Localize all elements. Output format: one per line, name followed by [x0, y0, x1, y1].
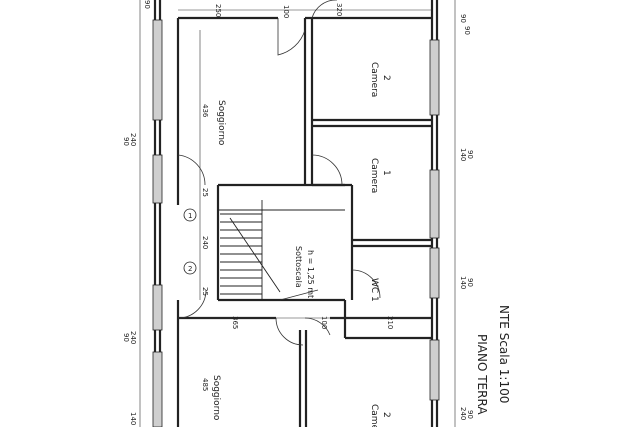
marker-2: 2 — [183, 261, 197, 275]
door-lower-corridor — [275, 317, 304, 346]
dim-left-90-upper: 90 — [122, 137, 130, 146]
dim-210: 210 — [386, 316, 394, 329]
room-label-camera-lower-num: 2 — [381, 412, 391, 418]
room-label-wc: WC 1 — [369, 278, 379, 302]
window-left-3 — [152, 284, 163, 331]
room-label-sottoscala: Sottoscala — [294, 246, 303, 288]
door-top-living — [277, 18, 306, 56]
dim-right-140-upper: 140 — [459, 148, 467, 161]
room-label-soggiorno-lower: Soggiorno — [211, 375, 221, 421]
dim-240-vertical: 240 — [201, 236, 209, 249]
room-label-camera1: Camera — [369, 158, 379, 193]
stair-steps — [220, 213, 262, 295]
room-label-camera2: Camera — [369, 62, 379, 97]
door-living-lower — [177, 289, 207, 319]
room-label-sottoscala-height: h = 1,25 mt — [306, 250, 315, 298]
door-camera1 — [311, 154, 343, 186]
room-label-soggiorno-upper: Soggiorno — [216, 100, 226, 146]
dim-right-90-upper: 90 — [466, 150, 474, 159]
dim-100-top: 100 — [282, 5, 290, 18]
door-camera2-top — [311, 0, 337, 19]
dim-top-left: 90 — [143, 0, 151, 9]
dim-left-90-lower: 90 — [122, 333, 130, 342]
window-left-2 — [152, 154, 163, 204]
room-label-camera2-num: 2 — [381, 75, 391, 81]
dim-left-140: 140 — [129, 412, 137, 425]
room-label-camera-lower: Camera — [369, 404, 379, 427]
dim-250: 250 — [214, 4, 222, 17]
dim-left-240-upper: 240 — [129, 133, 137, 146]
marker-1-label: 1 — [188, 212, 192, 220]
window-left-1 — [152, 19, 163, 121]
dim-436: 436 — [201, 104, 209, 118]
dim-bottom-right-90: 90 — [466, 410, 474, 419]
door-sottoscala — [279, 289, 319, 301]
dim-left-240-lower: 240 — [129, 331, 137, 344]
door-living-upper — [177, 154, 206, 186]
stair-direction-line — [229, 217, 281, 293]
plan-scale: NTE Scala 1:100 — [497, 305, 511, 403]
dim-485: 485 — [201, 378, 209, 391]
dim-top-right: 90 — [459, 14, 467, 23]
marker-1: 1 — [183, 208, 197, 222]
marker-2-label: 2 — [188, 265, 192, 273]
room-label-camera1-num: 1 — [381, 170, 391, 176]
window-right-3 — [429, 247, 440, 299]
windows — [152, 19, 440, 427]
door-wc — [351, 269, 381, 299]
dim-100-mid: 100 — [320, 316, 328, 329]
dim-25-upper: 25 — [201, 188, 209, 197]
dim-365: 365 — [231, 316, 239, 329]
dim-right-90-lower: 90 — [466, 278, 474, 287]
walls — [153, 0, 439, 427]
window-right-2 — [429, 169, 440, 239]
dim-bottom-right-240: 240 — [459, 407, 467, 420]
plan-title: PIANO TERRA — [475, 334, 489, 415]
dim-right-140-lower: 140 — [459, 276, 467, 289]
window-right-1 — [429, 39, 440, 116]
window-right-4 — [429, 339, 440, 401]
dim-right-90-top: 90 — [463, 26, 471, 35]
dim-320: 320 — [335, 3, 343, 16]
dim-25-lower: 25 — [201, 287, 209, 296]
window-left-4 — [152, 351, 163, 427]
dimension-lines — [139, 0, 456, 427]
staircase — [218, 200, 345, 300]
doors — [177, 0, 381, 346]
